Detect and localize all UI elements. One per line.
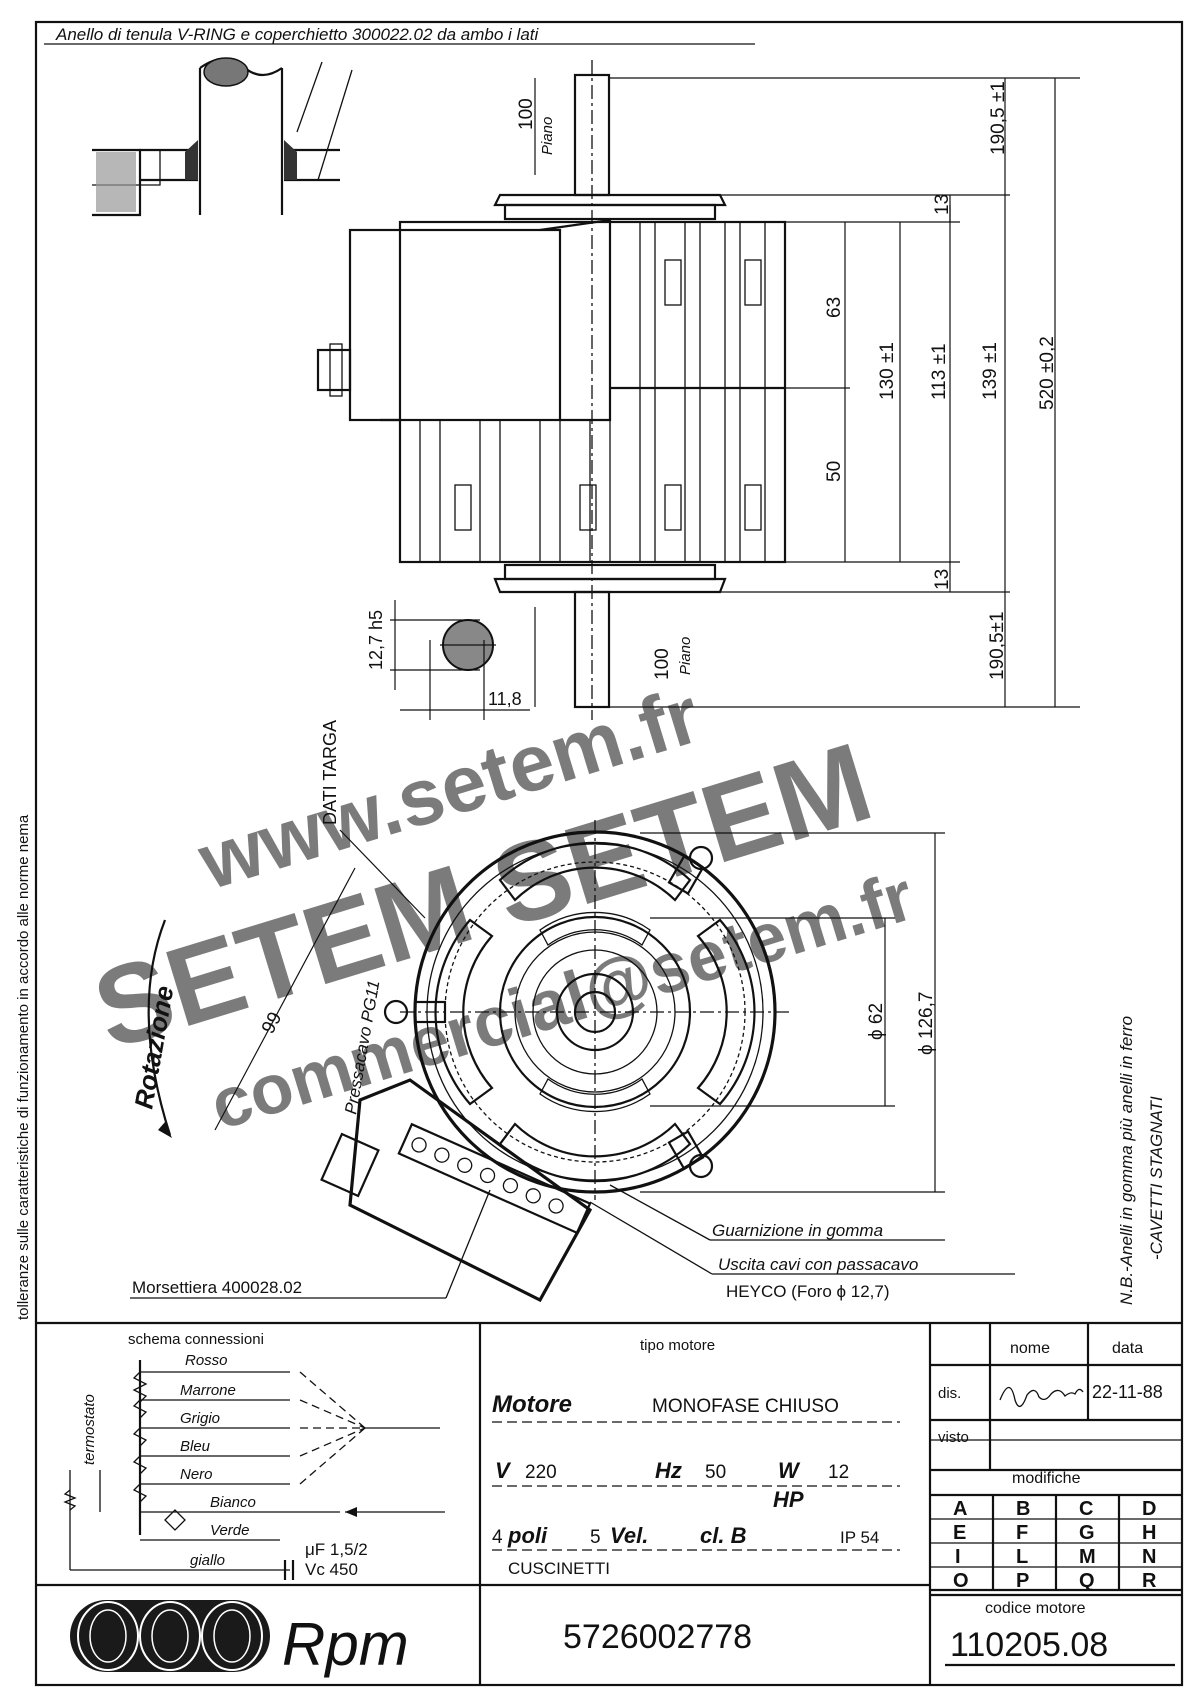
logo-text: Rpm: [282, 1611, 409, 1678]
motore-description: MONOFASE CHIUSO: [652, 1396, 839, 1417]
codice-value: 110205.08: [950, 1626, 1108, 1664]
cuscinetti-label: CUSCINETTI: [508, 1559, 610, 1578]
rpm-logo: Rpm: [70, 1600, 409, 1678]
mod-cell: D: [1142, 1498, 1156, 1520]
mod-cell: P: [1016, 1570, 1029, 1592]
dim-100-top: 100: [516, 98, 537, 130]
motor-front-view: [320, 820, 790, 1303]
mod-cell: A: [953, 1498, 967, 1520]
shaft-section-detail: 12,7 h5 11,8: [366, 600, 530, 720]
mod-cell: L: [1016, 1546, 1028, 1568]
mod-cell: R: [1142, 1570, 1157, 1592]
dim-130: 130 ±1: [877, 342, 898, 400]
class-word: cl. B: [700, 1523, 747, 1548]
note-nb-line2: -CAVETTI STAGNATI: [1147, 1096, 1166, 1260]
ip-rating: IP 54: [840, 1528, 879, 1547]
dim-13-bottom: 13: [932, 569, 953, 590]
col-data: data: [1112, 1340, 1143, 1357]
poli-word: poli: [507, 1523, 548, 1548]
termostato-label: termostato: [81, 1394, 98, 1465]
schema-title: schema connessioni: [128, 1331, 264, 1348]
watermark: www.setem.fr SETEM SETEM commercial@sete…: [80, 670, 922, 1144]
dim-piano-bottom: Piano: [677, 637, 694, 675]
wire-rosso: Rosso: [185, 1352, 228, 1369]
motor-side-view: [316, 60, 787, 720]
tipo-motore-label: tipo motore: [640, 1337, 715, 1354]
dim-phi-62: ϕ 62: [866, 1003, 887, 1040]
visto-label: visto: [938, 1429, 969, 1446]
vel-word: Vel.: [610, 1523, 648, 1548]
wire-giallo: giallo: [190, 1552, 225, 1569]
mod-cell: C: [1079, 1498, 1093, 1520]
mod-cell: H: [1142, 1522, 1156, 1544]
dim-520: 520 ±0,2: [1037, 336, 1058, 410]
dim-100-bottom: 100: [652, 648, 673, 680]
codice-label: codice motore: [985, 1600, 1086, 1617]
mod-cell: B: [1016, 1498, 1030, 1520]
note-nb-line1: N.B.-Anelli in gomma più anelli in ferro: [1117, 1016, 1136, 1305]
dim-63: 63: [824, 297, 845, 318]
vel-number: 5: [590, 1527, 601, 1548]
voltage-value: 220: [525, 1462, 557, 1483]
dim-190-top: 190,5 ±1: [988, 81, 1009, 155]
mod-cell: F: [1016, 1522, 1028, 1544]
hz-value: 50: [705, 1462, 726, 1483]
hp-label: HP: [773, 1487, 804, 1512]
capacitor-voltage: Vc 450: [305, 1560, 358, 1579]
part-number: 5726002778: [563, 1618, 752, 1656]
dim-113: 113 ±1: [929, 343, 950, 400]
dim-shaft-118: 11,8: [488, 689, 522, 709]
capacitor-rating: μF 1,5/2: [305, 1540, 368, 1559]
vring-detail: Anello di tenula V-RING e coperchietto 3…: [44, 25, 755, 217]
mod-cell: M: [1079, 1546, 1096, 1568]
mod-cell: E: [953, 1522, 966, 1544]
label-dati-targa: DATI TARGA: [320, 720, 340, 825]
dim-139: 139 ±1: [980, 342, 1001, 400]
dim-13-top: 13: [932, 194, 953, 215]
dim-phi-126: ϕ 126,7: [916, 992, 937, 1055]
col-nome: nome: [1010, 1340, 1050, 1357]
watt-value: 12: [828, 1462, 849, 1483]
side-dimensions: 190,5 ±1 520 ±0,2 139 ±1 113 ±1 130 ±1 6…: [516, 77, 1080, 708]
coil-logo-icon: [70, 1600, 270, 1672]
mod-cell: G: [1079, 1522, 1095, 1544]
header-note: Anello di tenula V-RING e coperchietto 3…: [55, 25, 539, 44]
modifiche-grid: A B C D E F G H I L M N O P Q R: [930, 1495, 1182, 1592]
wire-verde: Verde: [210, 1522, 249, 1539]
wire-grigio: Grigio: [180, 1410, 220, 1427]
poli-number: 4: [492, 1527, 503, 1548]
label-uscita: Uscita cavi con passacavo: [718, 1255, 918, 1274]
hz-label: Hz: [655, 1458, 682, 1483]
mod-cell: N: [1142, 1546, 1156, 1568]
wire-nero: Nero: [180, 1466, 213, 1483]
motore-word: Motore: [492, 1391, 572, 1418]
title-block: nome data dis. 22-11-88 visto modifiche …: [930, 1323, 1182, 1667]
mod-cell: Q: [1079, 1570, 1095, 1592]
connection-schema: schema connessioni termostato Rosso Marr…: [63, 1331, 445, 1580]
label-guarnizione: Guarnizione in gomma: [712, 1221, 883, 1240]
signature: [999, 1386, 1084, 1407]
dim-shaft-127: 12,7 h5: [366, 610, 386, 670]
dis-label: dis.: [938, 1385, 961, 1402]
wire-bianco: Bianco: [210, 1494, 256, 1511]
dim-piano-top: Piano: [539, 117, 556, 155]
modifiche-label: modifiche: [1012, 1470, 1081, 1487]
tolerance-note: tolleranze sulle caratteristiche di funz…: [15, 814, 32, 1320]
mod-cell: O: [953, 1570, 969, 1592]
watt-label: W: [778, 1458, 801, 1483]
voltage-label: V: [495, 1458, 512, 1483]
motor-type-block: tipo motore Motore MONOFASE CHIUSO V 220…: [492, 1337, 900, 1656]
dis-date: 22-11-88: [1092, 1382, 1163, 1402]
dim-50: 50: [824, 461, 845, 482]
wire-marrone: Marrone: [180, 1382, 236, 1399]
mod-cell: I: [955, 1546, 961, 1568]
wire-bleu: Bleu: [180, 1438, 211, 1455]
dim-190-bottom: 190,5±1: [987, 611, 1008, 680]
label-heyco: HEYCO (Foro ϕ 12,7): [726, 1282, 890, 1301]
label-morsettiera: Morsettiera 400028.02: [132, 1278, 302, 1297]
